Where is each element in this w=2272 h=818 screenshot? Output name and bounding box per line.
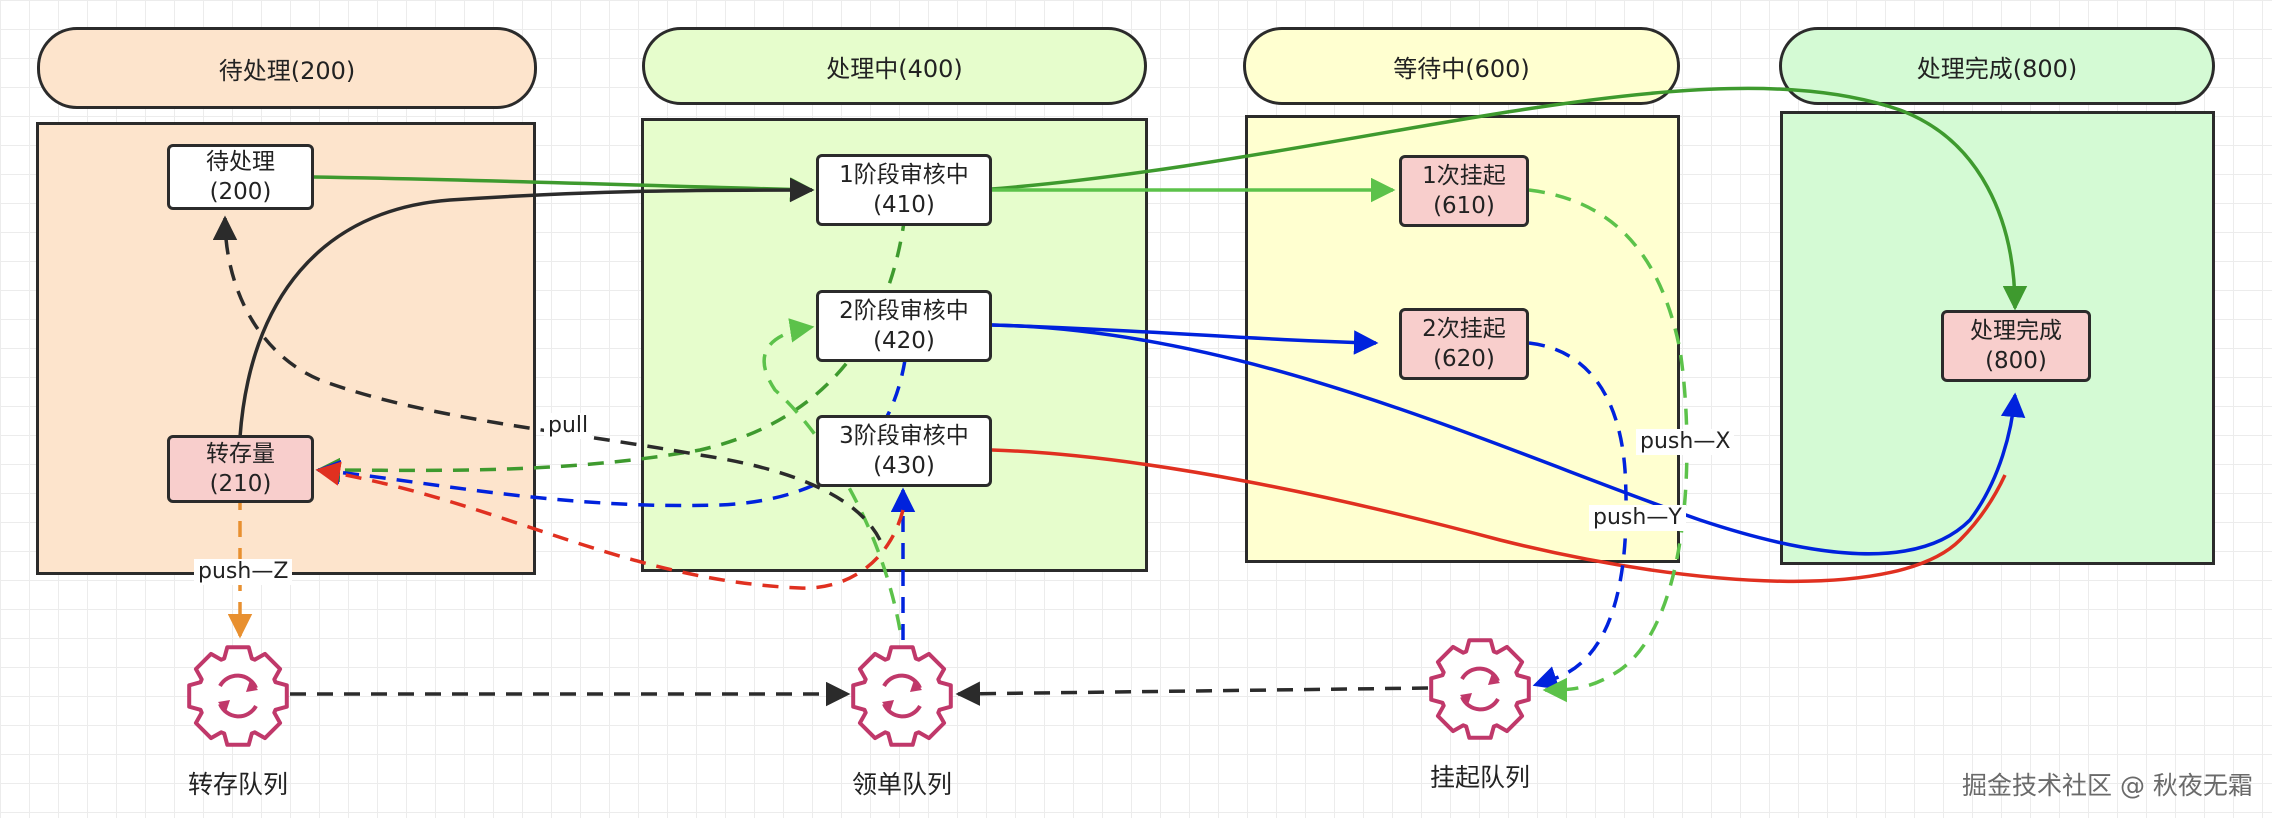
column-header-processing: 处理中(400): [642, 27, 1147, 105]
state-node-800[interactable]: 处理完成 (800): [1941, 310, 2091, 382]
edge-420-to-800: [991, 323, 2026, 556]
edge-410-to-210: [315, 214, 907, 483]
edge-claim-to-420: [762, 318, 902, 631]
state-node-410[interactable]: 1阶段审核中 (410): [816, 154, 992, 226]
edge-label-push-z: push—Z: [194, 559, 293, 585]
node-name: 2阶段审核中: [839, 298, 969, 324]
state-node-620[interactable]: 2次挂起 (620): [1399, 308, 1529, 380]
watermark-text: 掘金技术社区 @ 秋夜无霜: [1962, 771, 2253, 800]
node-name: 1阶段审核中: [839, 162, 969, 188]
node-name: 3阶段审核中: [839, 423, 969, 449]
column-header-waiting: 等待中(600): [1243, 27, 1680, 105]
sync-arrow-head: [218, 700, 230, 712]
node-code: (210): [209, 471, 272, 497]
queue-label-suspend: 挂起队列: [1429, 763, 1530, 792]
edge-430-to-800: [991, 448, 2007, 584]
gear-sync-icon[interactable]: [1426, 635, 1534, 743]
sync-arrow-arc: [218, 673, 258, 689]
column-title: 待处理(200): [218, 56, 356, 85]
edge-620-to-suspend: [1528, 341, 1628, 690]
edge-label-push-y: push—Y: [1589, 505, 1686, 531]
node-name: 1次挂起: [1422, 163, 1506, 189]
node-code: (430): [873, 453, 935, 479]
sync-arrow-head: [1488, 673, 1500, 685]
edge-label-pull: pull: [544, 413, 593, 439]
sync-arrow-head: [1460, 693, 1472, 705]
edge-label-push-x: push—X: [1636, 429, 1735, 455]
state-node-610[interactable]: 1次挂起 (610): [1399, 155, 1529, 227]
gear-sync-icon[interactable]: [184, 642, 292, 750]
queue-label-transfer: 转存队列: [187, 770, 288, 799]
sync-arrow-head: [910, 680, 922, 692]
column-header-done: 处理完成(800): [1779, 27, 2215, 105]
state-node-200[interactable]: 待处理 (200): [167, 144, 314, 210]
sync-arrow-arc: [882, 703, 922, 719]
gear-sync-icon[interactable]: [848, 642, 956, 750]
edge-610-to-suspend: [1528, 188, 1689, 703]
node-code: (200): [209, 179, 272, 205]
sync-arrow-head: [246, 680, 258, 692]
gear-outline: [851, 645, 953, 747]
queue-label-claim: 领单队列: [851, 770, 952, 799]
column-title: 处理完成(800): [1916, 54, 2078, 83]
node-name: 2次挂起: [1422, 316, 1506, 342]
node-name: 处理完成: [1970, 318, 2062, 344]
sync-arrow-head: [882, 700, 894, 712]
edge-suspend-to-claim: [955, 681, 1429, 706]
state-node-430[interactable]: 3阶段审核中 (430): [816, 415, 992, 487]
state-node-420[interactable]: 2阶段审核中 (420): [816, 290, 992, 362]
node-code: (610): [1433, 193, 1495, 219]
column-header-pending: 待处理(200): [37, 27, 537, 109]
state-node-210[interactable]: 转存量 (210): [167, 435, 314, 503]
gear-outline: [187, 645, 289, 747]
node-code: (420): [873, 328, 935, 354]
gear-outline: [1429, 638, 1531, 740]
node-name: 待处理: [206, 149, 275, 175]
column-title: 处理中(400): [826, 54, 963, 83]
sync-arrow-arc: [1460, 696, 1500, 712]
sync-arrow-arc: [1460, 666, 1500, 682]
column-title: 等待中(600): [1393, 54, 1530, 83]
sync-arrow-arc: [218, 703, 258, 719]
edge-210-to-410: [238, 177, 815, 438]
node-name: 转存量: [206, 441, 275, 467]
edge-claim-to-210: [315, 461, 905, 590]
edge-pull-to-200: [212, 215, 882, 541]
node-code: (620): [1433, 346, 1495, 372]
edge-410-to-800: [991, 86, 2028, 311]
node-code: (800): [1985, 348, 2047, 374]
node-code: (410): [873, 192, 935, 218]
sync-arrow-arc: [882, 673, 922, 689]
edge-200-to-410: [313, 175, 815, 202]
